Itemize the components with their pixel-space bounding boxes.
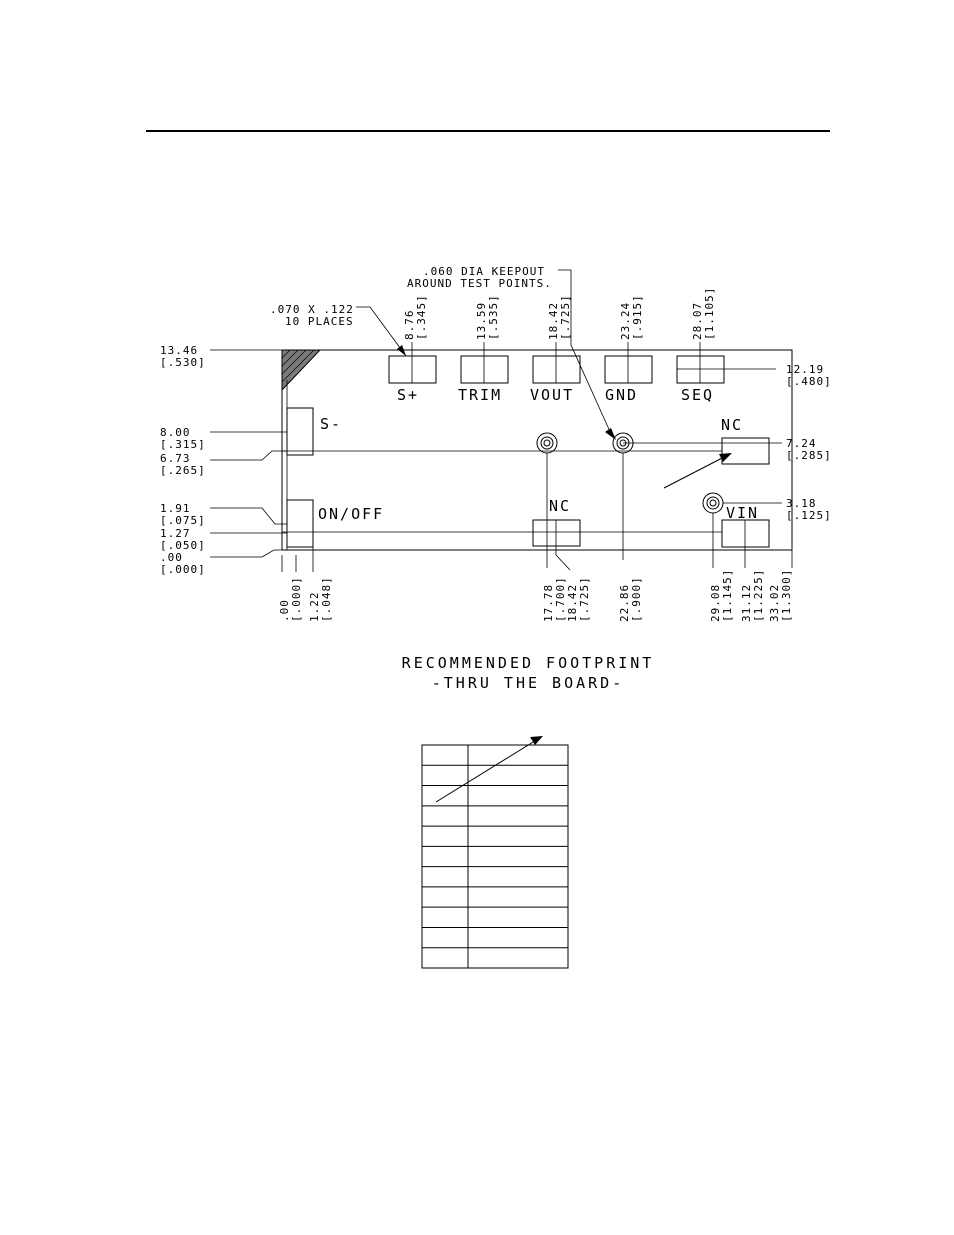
pin-label-nc-bottom: NC bbox=[549, 497, 571, 515]
svg-text:[.000]: [.000] bbox=[160, 563, 206, 576]
test-point-1 bbox=[536, 432, 558, 454]
svg-text:8.76: 8.76 bbox=[403, 310, 416, 341]
svg-text:[1.225]: [1.225] bbox=[752, 569, 765, 622]
table-pointer-line bbox=[435, 738, 539, 803]
pin-label-nc-right: NC bbox=[721, 416, 743, 434]
svg-text:[.915]: [.915] bbox=[631, 294, 644, 340]
pad-vin bbox=[721, 519, 770, 548]
note-pad-size-line2: 10 PLACES bbox=[285, 315, 354, 328]
pin-label-s-minus: S- bbox=[320, 415, 342, 433]
svg-text:28.07: 28.07 bbox=[691, 302, 704, 340]
svg-text:[.345]: [.345] bbox=[415, 294, 428, 340]
nc-pointer-line bbox=[663, 454, 729, 489]
pin-label-gnd: GND bbox=[605, 386, 638, 404]
svg-text:7.24: 7.24 bbox=[786, 437, 817, 450]
pad-nc-bottom bbox=[532, 519, 581, 547]
top-dimensions: 8.76 [.345] 13.59 [.535] 18.42 [.725] 23… bbox=[403, 287, 716, 340]
pin-label-s-plus: S+ bbox=[397, 386, 419, 404]
note-keepout-leader bbox=[558, 269, 613, 437]
pad-on-off bbox=[286, 499, 314, 548]
svg-text:[.000]: [.000] bbox=[290, 576, 303, 622]
caption-line2: -THRU THE BOARD- bbox=[432, 674, 625, 692]
pad-seq bbox=[676, 355, 725, 384]
svg-text:[.265]: [.265] bbox=[160, 464, 206, 477]
svg-text:3.18: 3.18 bbox=[786, 497, 817, 510]
svg-text:13.46: 13.46 bbox=[160, 344, 198, 357]
svg-text:[.700]: [.700] bbox=[554, 576, 567, 622]
svg-text:12.19: 12.19 bbox=[786, 363, 824, 376]
svg-text:22.86: 22.86 bbox=[618, 584, 631, 622]
svg-text:[.050]: [.050] bbox=[160, 539, 206, 552]
pad-s-plus bbox=[388, 355, 437, 384]
svg-text:31.12: 31.12 bbox=[740, 584, 753, 622]
svg-text:[.315]: [.315] bbox=[160, 438, 206, 451]
pin-label-vin: VIN bbox=[726, 504, 759, 522]
pin1-corner-marker bbox=[281, 349, 322, 392]
nc-pointer-arrowhead bbox=[719, 453, 732, 462]
note-pad-size-line1: .070 X .122 bbox=[270, 303, 354, 316]
note-keepout-arrowhead bbox=[605, 428, 616, 440]
svg-text:17.78: 17.78 bbox=[542, 584, 555, 622]
note-pad-size-arrowhead bbox=[397, 345, 406, 356]
svg-text:13.59: 13.59 bbox=[475, 302, 488, 340]
svg-text:[.530]: [.530] bbox=[160, 356, 206, 369]
caption-line1: RECOMMENDED FOOTPRINT bbox=[402, 654, 655, 672]
svg-text:[.725]: [.725] bbox=[578, 576, 591, 622]
pin-label-trim: TRIM bbox=[458, 386, 502, 404]
pad-trim bbox=[460, 355, 509, 384]
svg-text:[.075]: [.075] bbox=[160, 514, 206, 527]
svg-text:6.73: 6.73 bbox=[160, 452, 191, 465]
svg-text:[1.145]: [1.145] bbox=[721, 569, 734, 622]
pin-label-vout: VOUT bbox=[530, 386, 574, 404]
pad-vout bbox=[532, 355, 581, 384]
svg-text:1.27: 1.27 bbox=[160, 527, 191, 540]
pin-table bbox=[421, 744, 569, 969]
svg-text:[1.300]: [1.300] bbox=[780, 569, 793, 622]
board-outline bbox=[281, 349, 793, 551]
pad-gnd bbox=[604, 355, 653, 384]
bottom-dimensions: .00 [.000] 1.22 [.048] 17.78 [.700] 18.4… bbox=[278, 453, 793, 622]
test-point-3 bbox=[702, 492, 724, 514]
pin-label-on-off: ON/OFF bbox=[318, 505, 384, 523]
note-pad-size-leader bbox=[356, 306, 407, 357]
svg-text:18.42: 18.42 bbox=[566, 584, 579, 622]
svg-text:8.00: 8.00 bbox=[160, 426, 191, 439]
svg-text:[.480]: [.480] bbox=[786, 375, 832, 388]
note-keepout-line1: .060 DIA KEEPOUT bbox=[423, 265, 545, 278]
left-dimensions: 13.46 [.530] 8.00 [.315] 6.73 [.265] 1.9… bbox=[160, 344, 287, 576]
pin-table-border bbox=[421, 744, 569, 969]
note-keepout-line2: AROUND TEST POINTS. bbox=[407, 277, 552, 290]
svg-text:[.725]: [.725] bbox=[559, 294, 572, 340]
svg-text:[.535]: [.535] bbox=[487, 294, 500, 340]
svg-text:[.900]: [.900] bbox=[630, 576, 643, 622]
svg-text:1.22: 1.22 bbox=[308, 592, 321, 623]
table-pointer-arrowhead bbox=[530, 736, 543, 745]
svg-text:.00: .00 bbox=[160, 551, 183, 564]
pad-s-minus bbox=[286, 407, 314, 456]
svg-text:[.125]: [.125] bbox=[786, 509, 832, 522]
svg-text:29.08: 29.08 bbox=[709, 584, 722, 622]
svg-text:33.02: 33.02 bbox=[768, 584, 781, 622]
svg-text:1.91: 1.91 bbox=[160, 502, 191, 515]
svg-text:23.24: 23.24 bbox=[619, 302, 632, 340]
svg-text:[.285]: [.285] bbox=[786, 449, 832, 462]
pin-label-seq: SEQ bbox=[681, 386, 714, 404]
svg-text:[.048]: [.048] bbox=[320, 576, 333, 622]
svg-text:18.42: 18.42 bbox=[547, 302, 560, 340]
svg-text:[1.105]: [1.105] bbox=[703, 287, 716, 340]
svg-text:.00: .00 bbox=[278, 599, 291, 622]
right-dimensions: 12.19 [.480] 7.24 [.285] 3.18 [.125] bbox=[623, 363, 832, 522]
pads-top bbox=[388, 342, 776, 384]
pad-nc-right bbox=[721, 437, 770, 465]
